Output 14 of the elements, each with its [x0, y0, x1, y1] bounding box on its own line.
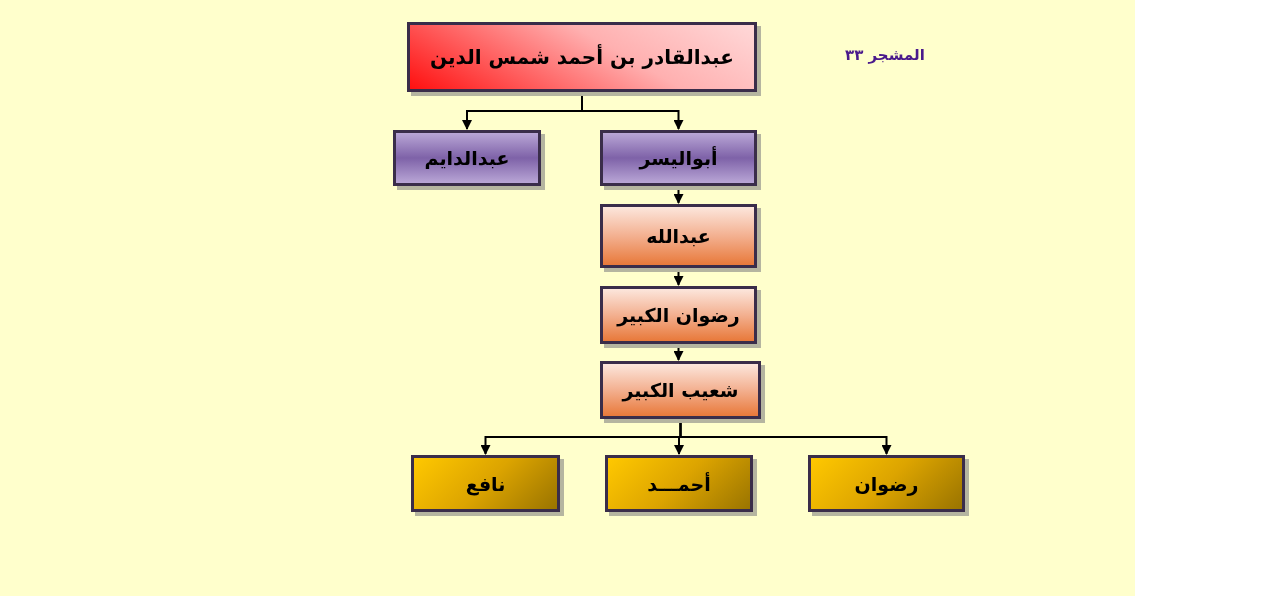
arrow: [673, 187, 684, 204]
person-name: نافع: [465, 472, 506, 495]
person-name: عبدالقادر بن أحمد شمس الدين: [430, 45, 734, 69]
person-name: أبواليسر: [639, 147, 718, 169]
heading: المشجر ٣٣: [845, 46, 925, 64]
person-name: رضوان الكبير: [617, 304, 740, 326]
arrow: [673, 345, 684, 361]
person-name: رضوان: [854, 472, 919, 495]
arrow: [673, 269, 684, 286]
person-name: شعيب الكبير: [622, 379, 739, 401]
person-name: عبدالدايم: [424, 147, 510, 169]
person-name: عبدالله: [646, 225, 711, 247]
person-name: أحمـــد: [647, 472, 711, 495]
arrow: [480, 420, 682, 455]
